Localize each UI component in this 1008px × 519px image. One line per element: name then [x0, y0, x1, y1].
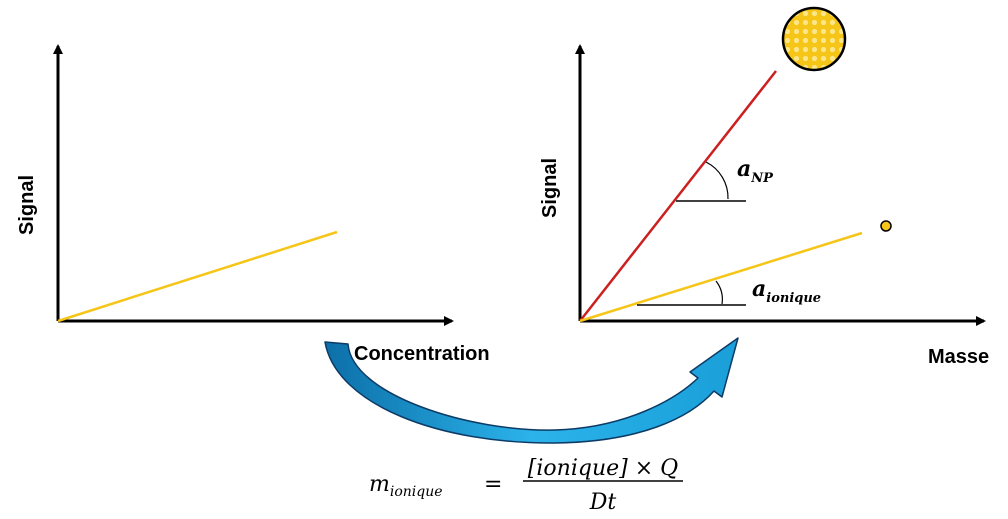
np-slope-arc [706, 162, 728, 199]
formula-numerator: [ionique] × Q [528, 456, 678, 481]
ionic-slope-label: aionique [752, 276, 821, 306]
right-x-label: Masse [928, 346, 989, 368]
ionic-slope-arc [716, 281, 722, 304]
np-slope-label: aNP [737, 156, 774, 186]
nanoparticle-icon [783, 8, 845, 70]
formula-equals: = [484, 472, 502, 497]
formula: mionique = [ionique] × Q Dt [369, 456, 683, 515]
ion-dot-icon [881, 221, 891, 231]
right-y-label: Signal [539, 158, 561, 218]
np-line [580, 71, 776, 321]
ionic-line [580, 233, 862, 321]
formula-denominator: Dt [589, 490, 617, 515]
left-y-label: Signal [16, 175, 38, 235]
right-chart: aNP aionique Signal Masse [539, 8, 989, 368]
left-x-label: Concentration [354, 343, 490, 365]
left-ionic-line [58, 232, 337, 321]
formula-lhs: mionique [369, 472, 443, 500]
left-chart: Signal Concentration [16, 46, 490, 365]
